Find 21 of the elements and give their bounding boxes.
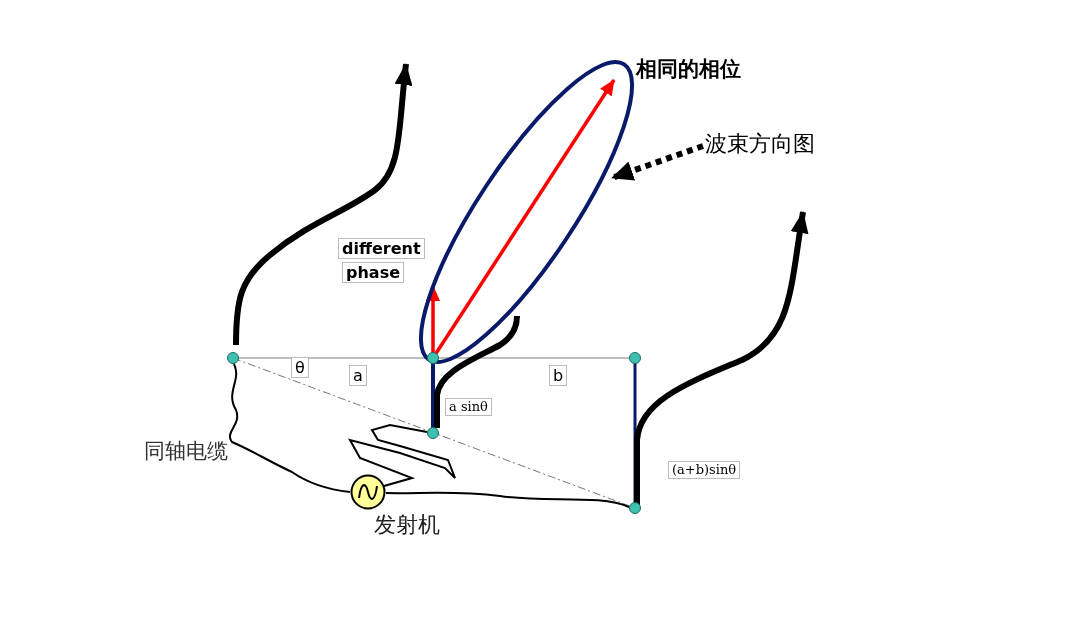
angle-label: θ [291, 357, 309, 379]
transmitter-symbol [350, 474, 386, 510]
phase-label: different [338, 238, 425, 260]
pattern-label: 波束方向图 [705, 128, 845, 160]
antenna-dot [629, 352, 641, 364]
cable-line [348, 423, 456, 487]
leader-arrow [611, 143, 704, 181]
beam-lobe [421, 62, 632, 362]
node-caption: 发射机 [374, 511, 440, 539]
cable-label: 同轴电缆 [144, 438, 228, 465]
cable-line [385, 491, 630, 508]
antenna-dot [629, 502, 641, 514]
cable-line [228, 363, 351, 493]
phase-note: 相同的相位 [636, 56, 741, 83]
antenna-dot [427, 427, 439, 439]
path-difference-label: a sinθ [445, 398, 492, 416]
path-difference-label: (a+b)sinθ [668, 461, 741, 479]
antenna-dot [227, 352, 239, 364]
phase-label: phase [342, 262, 404, 284]
distance-label: a [349, 365, 367, 387]
distance-label: b [549, 365, 568, 387]
